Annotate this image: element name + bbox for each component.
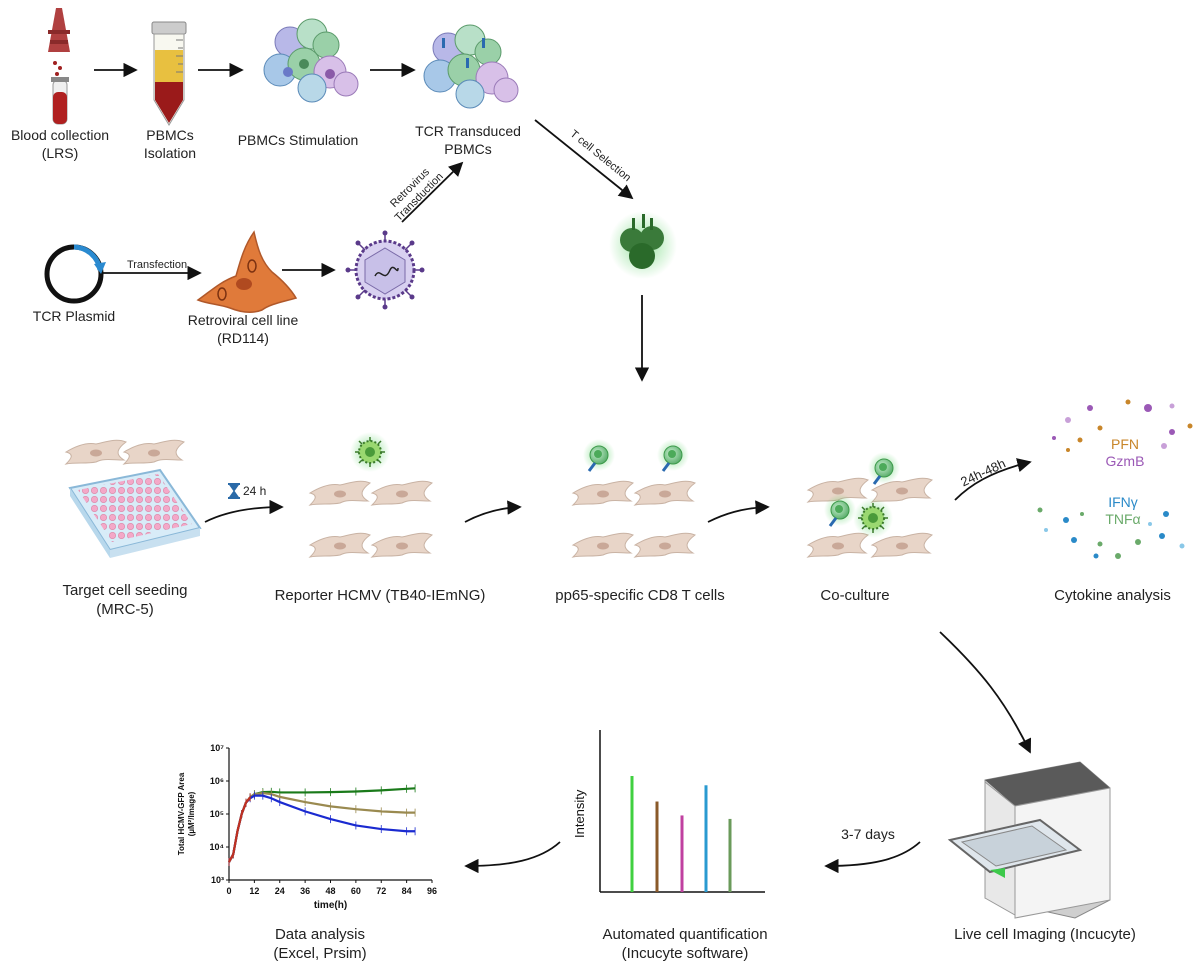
intensity-axis-label: Intensity [572,789,587,838]
y-tick-label: 10⁶ [210,776,224,786]
blood-collection-label: Blood collection (LRS) [10,127,110,161]
intensity-bars [630,776,732,892]
reporter-hcmv-label: Reporter HCMV (TB40-IEmNG) [274,587,486,604]
x-tick-label: 36 [300,886,310,896]
hourglass-icon [228,483,240,499]
duration-24h-label: 24 h [243,484,267,498]
tcr-transduced-label: TCR Transduced PBMCs [415,123,521,157]
x-tick-label: 24 [275,886,285,896]
days-3-7-label: 3-7 days [841,826,895,842]
cytokine-ifng: IFNγ TNFα [1088,494,1158,528]
y-tick-label: 10³ [211,875,224,885]
live-cell-imaging-label: Live cell Imaging (Incucyte) [954,926,1136,943]
row2-arrows [103,262,336,281]
y-tick-label: 10⁵ [210,809,224,819]
cytokine-analysis-label: Cytokine analysis [1054,587,1171,604]
series-line-1 [228,787,416,863]
pbmcs-stimulation-label: PBMCs Stimulation [237,132,359,148]
falcon-tube-icon [151,21,187,126]
x-tick-label: 48 [325,886,335,896]
x-tick-label: 84 [402,886,412,896]
intensity-bar-4 [704,785,708,892]
cytokine-gzmb-label: GzmB [1105,453,1145,469]
tcr-transduced-cluster-icon [423,24,519,109]
y-axis-label: (µM²/Image) [187,791,196,836]
pbmc-cluster-icon [263,18,359,103]
data-analysis-label: Data analysis (Excel, Prsim) [273,926,367,962]
reporter-hcmv-panel [309,431,433,558]
cytokine-pfn: PFN GzmB [1090,436,1160,470]
y-tick-label: 10⁴ [210,842,224,852]
plasmid-icon [44,244,106,304]
cytokine-ifng-label: IFNγ [1108,494,1138,510]
y-tick-label: 10⁷ [210,743,224,753]
y-axis-label: Total HCMV-GFP Area [177,772,186,855]
cytokine-pfn-label: PFN [1111,436,1139,452]
selected-t-cells-icon [609,211,677,279]
target-cell-seeding-label: Target cell seeding (MRC-5) [62,582,188,618]
intensity-bar-2 [655,801,659,892]
intensity-bar-1 [630,776,634,892]
pp65-cd8-label: pp65-specific CD8 T cells [555,587,725,604]
cd8-tcell-panel [572,437,696,558]
x-tick-label: 0 [226,886,231,896]
x-axis-label: time(h) [314,900,347,911]
blood-bag-icon [48,8,70,125]
co-culture-panel [807,450,933,558]
cytokine-tnfa-label: TNFα [1105,511,1141,527]
intensity-bar-3 [680,815,684,892]
retroviral-cell-line-label: Retroviral cell line (RD114) [187,312,299,346]
pbmcs-isolation-label: PBMCs Isolation [143,127,197,161]
retrovirus-icon [345,230,425,310]
row1-arrows [94,62,650,382]
co-culture-label: Co-culture [820,587,890,604]
x-tick-label: 60 [351,886,361,896]
x-tick-label: 72 [376,886,386,896]
x-tick-label: 96 [427,886,437,896]
incucyte-imager-icon [947,761,1111,919]
tcr-plasmid-label: TCR Plasmid [32,308,116,324]
cytokine-dots [1037,399,1193,559]
transfection-label: Transfection [126,259,188,271]
retroviral-cell-icon [196,230,298,313]
series-line-4 [228,796,252,863]
x-tick-label: 12 [249,886,259,896]
row3-arrows [204,458,1032,874]
well-plate-icon [65,439,202,558]
series-line-2 [228,791,416,863]
automated-quantification-label: Automated quantification (Incucyte softw… [602,926,768,962]
intensity-bar-5 [728,818,732,892]
line-chart: 0 12 24 36 48 60 72 84 96 10³ 10⁴ 10⁵ 10⁶ 10⁷ time(h) T… [177,743,437,911]
